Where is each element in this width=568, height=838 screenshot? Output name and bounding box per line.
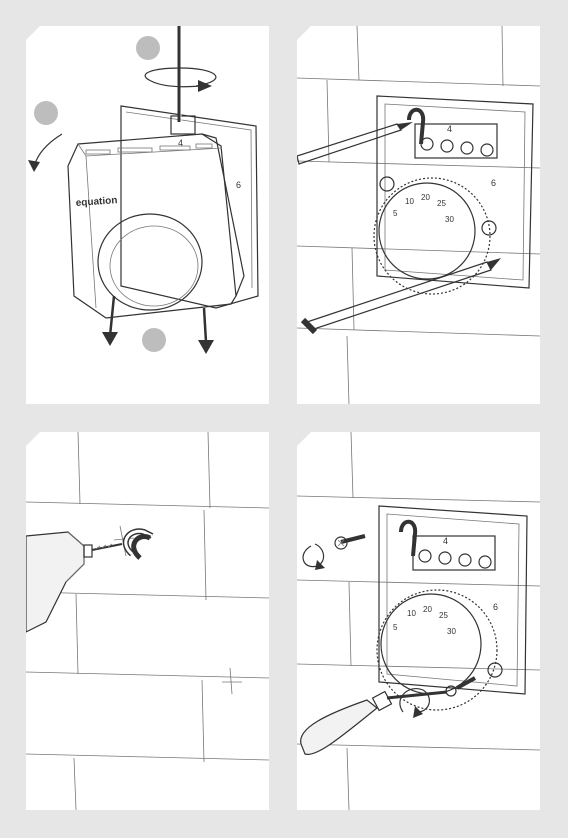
svg-text:30: 30 [445,215,454,224]
svg-text:10: 10 [407,609,416,618]
screwdriver-icon [301,692,447,755]
fix-plate-illustration: 4 6 5 10 20 25 30 [297,432,540,810]
svg-text:5: 5 [393,623,398,632]
terminal-number: 4 [447,124,452,134]
svg-text:30: 30 [447,627,456,636]
rotate-arrow-icon [303,544,324,567]
panel-fix-plate: 4 6 5 10 20 25 30 [297,432,540,810]
wall-plate [121,106,258,308]
brick-wall [26,432,269,810]
remove-cover-illustration: 4 6 equation [26,26,269,404]
step-marker-2 [34,101,58,125]
mount-screw-hole [380,177,394,191]
terminal-number-right: 6 [236,180,241,190]
terminal-number-right: 6 [491,178,496,188]
base-plate [379,506,527,694]
step-marker-3 [142,328,166,352]
terminal-number: 4 [178,138,183,148]
panel-drill-holes [26,432,269,810]
svg-text:25: 25 [437,199,446,208]
wire-loop [409,110,423,144]
screw-icon [335,536,365,549]
mount-screw-hole [488,663,502,677]
tilt-arrow-icon [34,134,62,166]
brick-wall [297,26,540,404]
dial-opening [98,214,202,310]
brick-wall [297,432,540,810]
dial-ticks: 5 10 20 25 30 [393,193,454,224]
svg-text:5: 5 [393,209,398,218]
svg-text:20: 20 [423,605,432,614]
panel-mark-holes: 4 6 5 10 20 25 30 [297,26,540,404]
pencil-icon [303,258,501,332]
terminal-number: 4 [443,536,448,546]
terminal-block [413,536,495,570]
step-marker-1 [136,36,160,60]
mount-screw-hole [482,221,496,235]
panel-remove-cover: 4 6 equation [26,26,269,404]
drill-holes-illustration [26,432,269,810]
pencil-icon [297,122,413,164]
svg-text:20: 20 [421,193,430,202]
svg-text:25: 25 [439,611,448,620]
svg-text:10: 10 [405,197,414,206]
terminal-block [415,124,497,158]
terminal-number-right: 6 [493,602,498,612]
dial-ticks: 5 10 20 25 30 [393,605,456,636]
brand-logo: equation [75,195,117,209]
drill-icon [26,532,122,632]
drill-mark [222,668,242,694]
wire-loop [401,522,415,556]
mark-holes-illustration: 4 6 5 10 20 25 30 [297,26,540,404]
